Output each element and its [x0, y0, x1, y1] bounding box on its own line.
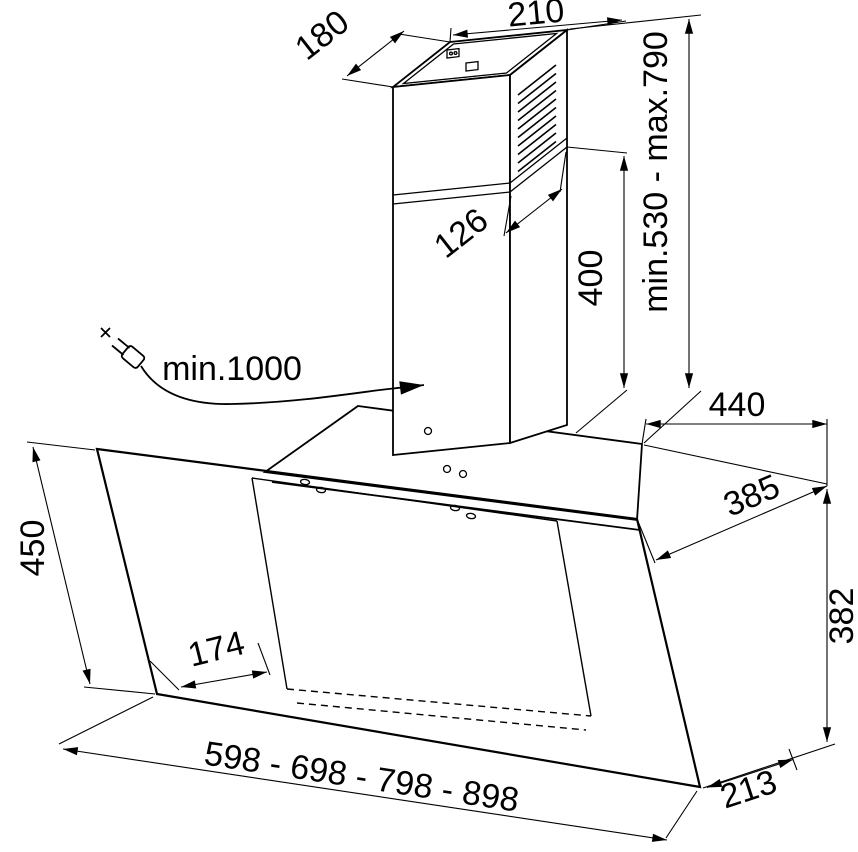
telescopic-seam	[392, 137, 568, 205]
glass-panel	[95, 447, 702, 789]
dim-height-range: min.530 - max.790	[569, 14, 702, 444]
power-cable: min.1000	[100, 327, 425, 405]
dim-top-width-label: 210	[506, 0, 566, 35]
duct-brackets	[446, 47, 479, 72]
dim-left-offset: 174	[149, 624, 271, 691]
dim-height-range-label: min.530 - max.790	[637, 31, 675, 313]
dim-bottom-depth: 213	[706, 748, 798, 817]
dim-left-offset-label: 174	[184, 624, 248, 675]
plug-icon	[100, 327, 146, 369]
dim-top-depth-label: 385	[718, 467, 785, 524]
chimney-right-face	[509, 28, 568, 445]
cable-curve	[140, 365, 425, 405]
dim-glass-height: 450	[14, 441, 156, 695]
chimney-screw-hole	[423, 426, 433, 436]
dim-width-options: 598 - 698 - 798 - 898	[58, 696, 698, 842]
dim-top-width: 210	[449, 0, 627, 43]
dim-side-height: 382	[702, 489, 858, 789]
dim-chimney-extension: 400	[566, 146, 629, 434]
dim-cable-length-label: min.1000	[162, 350, 302, 388]
dim-chimney-depth-label: 180	[288, 3, 356, 68]
vent-grille-icon	[517, 64, 557, 173]
dim-rear-clearance-label: 440	[709, 386, 766, 424]
dim-top-depth: 385	[636, 444, 828, 564]
dim-glass-height-label: 450	[14, 520, 52, 577]
glass-inner-body	[251, 477, 592, 731]
dim-rear-clearance: 440	[641, 386, 828, 486]
glass-outline	[95, 447, 702, 789]
dim-bottom-depth-label: 213	[716, 763, 782, 817]
dim-chimney-extension-label: 400	[572, 250, 610, 307]
dim-side-height-label: 382	[823, 588, 858, 645]
